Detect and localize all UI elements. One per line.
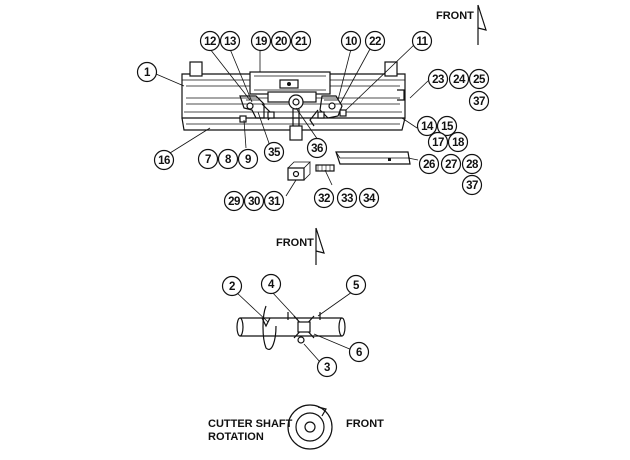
callout-number-24: 24 (453, 74, 466, 86)
callout-circle-1 (136, 61, 158, 83)
cutter-shaft-label: CUTTER SHAFT (208, 418, 293, 430)
callout-circle-37a (468, 90, 490, 112)
callout-number-37b: 37 (466, 180, 478, 192)
callout-circle-25 (468, 68, 490, 90)
callout-number-8: 8 (225, 154, 232, 166)
callout-number-30: 30 (248, 196, 260, 208)
callout-circle-36 (306, 137, 328, 159)
callout-circle-3 (316, 356, 338, 378)
callout-number-34: 34 (363, 193, 376, 205)
bolts-icon (239, 109, 347, 123)
callout-circle-33 (336, 187, 358, 209)
callout-number-6: 6 (356, 347, 362, 359)
callout-number-29: 29 (228, 196, 240, 208)
callout-circle-27 (440, 153, 462, 175)
callout-circle-29 (223, 190, 245, 212)
long-strip (335, 151, 411, 165)
callout-circle-19 (250, 30, 272, 52)
callout-number-27: 27 (445, 159, 457, 171)
callout-number-26: 26 (423, 159, 435, 171)
callout-circle-11 (411, 30, 433, 52)
callout-circle-7 (197, 148, 219, 170)
callout-number-10: 10 (345, 36, 357, 48)
drive-box (249, 71, 331, 141)
callout-number-17: 17 (432, 137, 444, 149)
callout-circle-32 (313, 187, 335, 209)
callout-number-16: 16 (158, 155, 170, 167)
callout-number-1: 1 (144, 67, 151, 79)
callout-circle-34 (358, 187, 380, 209)
rotation-label: ROTATION (208, 431, 264, 443)
callout-number-19: 19 (255, 36, 267, 48)
callout-circle-17 (427, 131, 449, 153)
callout-number-14: 14 (421, 121, 434, 133)
front-arrow-icon-middle (315, 227, 325, 265)
callout-circle-31 (263, 190, 285, 212)
leader-lines (155, 43, 430, 197)
callout-circle-15 (436, 115, 458, 137)
callout-number-28: 28 (466, 159, 479, 171)
callout-number-4: 4 (268, 279, 275, 291)
cutter-shaft (236, 305, 346, 350)
callout-circle-23 (427, 68, 449, 90)
callout-number-23: 23 (432, 74, 444, 86)
callout-circle-13 (219, 30, 241, 52)
callout-circle-35 (263, 141, 285, 163)
shaft-leader-lines (235, 291, 353, 363)
callout-number-13: 13 (224, 36, 236, 48)
callout-circle-24 (448, 68, 470, 90)
callout-number-20: 20 (275, 36, 287, 48)
callout-number-35: 35 (268, 147, 281, 159)
front-label-bottom: FRONT (346, 418, 384, 430)
small-plate (315, 164, 335, 172)
callout-circle-6 (348, 341, 370, 363)
callout-circle-30 (243, 190, 265, 212)
callout-number-5: 5 (353, 280, 360, 292)
right-bracket (309, 95, 343, 127)
callout-number-18: 18 (452, 137, 465, 149)
callout-circle-5 (345, 274, 367, 296)
mounting-bracket (287, 161, 311, 181)
callout-circle-10 (340, 30, 362, 52)
callout-circle-12 (199, 30, 221, 52)
callout-number-33: 33 (341, 193, 353, 205)
callout-number-12: 12 (204, 36, 216, 48)
callout-circle-14 (416, 115, 438, 137)
callout-number-15: 15 (441, 121, 454, 133)
callout-number-36: 36 (311, 143, 323, 155)
callout-circle-4 (260, 273, 282, 295)
callout-number-2: 2 (229, 281, 235, 293)
callout-number-37a: 37 (473, 96, 485, 108)
callout-number-32: 32 (318, 193, 330, 205)
callout-number-21: 21 (295, 36, 308, 48)
callout-number-9: 9 (245, 154, 251, 166)
callout-circle-20 (270, 30, 292, 52)
callout-circle-37b (461, 174, 483, 196)
callout-circle-18 (447, 131, 469, 153)
callout-circle-21 (290, 30, 312, 52)
cutter-rotation-icon (287, 404, 333, 450)
callout-circle-9 (237, 148, 259, 170)
callout-number-11: 11 (416, 36, 428, 48)
front-arrow-icon-top (477, 4, 487, 45)
callout-circle-26 (418, 153, 440, 175)
callout-circle-2 (221, 275, 243, 297)
callout-circle-22 (364, 30, 386, 52)
callout-number-3: 3 (324, 362, 330, 374)
callout-number-22: 22 (369, 36, 381, 48)
callout-circle-16 (153, 149, 175, 171)
callout-number-25: 25 (473, 74, 486, 86)
callout-circle-28 (461, 153, 483, 175)
front-label-middle: FRONT (276, 237, 314, 249)
callout-number-7: 7 (205, 154, 211, 166)
callout-number-31: 31 (268, 196, 281, 208)
callout-circle-8 (217, 148, 239, 170)
front-label-top: FRONT (436, 10, 474, 22)
